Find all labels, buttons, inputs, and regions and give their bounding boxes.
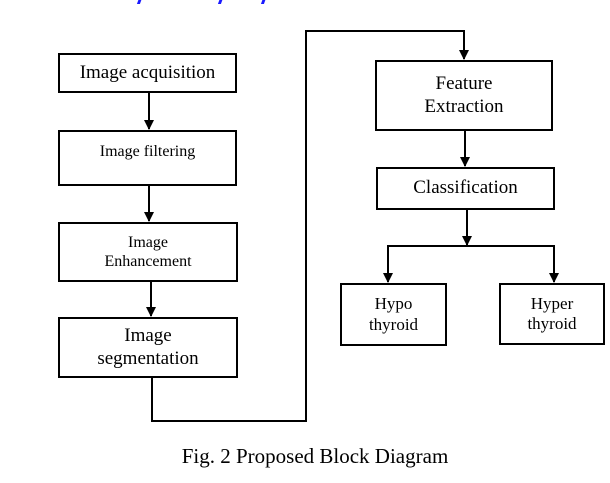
block-label-line-1: Image bbox=[124, 324, 172, 346]
block-image-segmentation: Image segmentation bbox=[58, 317, 238, 378]
block-label-line-1: Feature bbox=[435, 72, 493, 94]
block-feature-extraction: Feature Extraction bbox=[375, 60, 553, 131]
block-label: Image acquisition bbox=[79, 61, 216, 83]
block-label-line-1: Hyper bbox=[530, 293, 574, 313]
block-label-line-2: thyroid bbox=[368, 314, 419, 334]
block-classification: Classification bbox=[376, 167, 555, 210]
block-label-line-2: Enhancement bbox=[104, 253, 192, 270]
block-hypo-thyroid: Hypo thyroid bbox=[340, 283, 447, 346]
block-label: Image filtering bbox=[99, 143, 196, 160]
arrow-segmentation-to-feature-extraction bbox=[151, 30, 469, 422]
figure-caption: Fig. 2 Proposed Block Diagram bbox=[181, 444, 449, 468]
block-label-line-2: Extraction bbox=[424, 95, 504, 117]
block-image-filtering: Image filtering bbox=[58, 130, 237, 186]
block-hyper-thyroid: Hyper thyroid bbox=[499, 283, 605, 345]
block-image-enhancement: Image Enhancement bbox=[58, 222, 238, 282]
block-image-acquisition: Image acquisition bbox=[58, 53, 237, 93]
block-label-line-1: Image bbox=[128, 233, 168, 251]
block-label-line-2: thyroid bbox=[527, 314, 577, 333]
block-label-line-2: segmentation bbox=[97, 347, 199, 369]
block-label: Classification bbox=[413, 177, 518, 199]
block-label-line-1: Hypo bbox=[374, 294, 413, 314]
